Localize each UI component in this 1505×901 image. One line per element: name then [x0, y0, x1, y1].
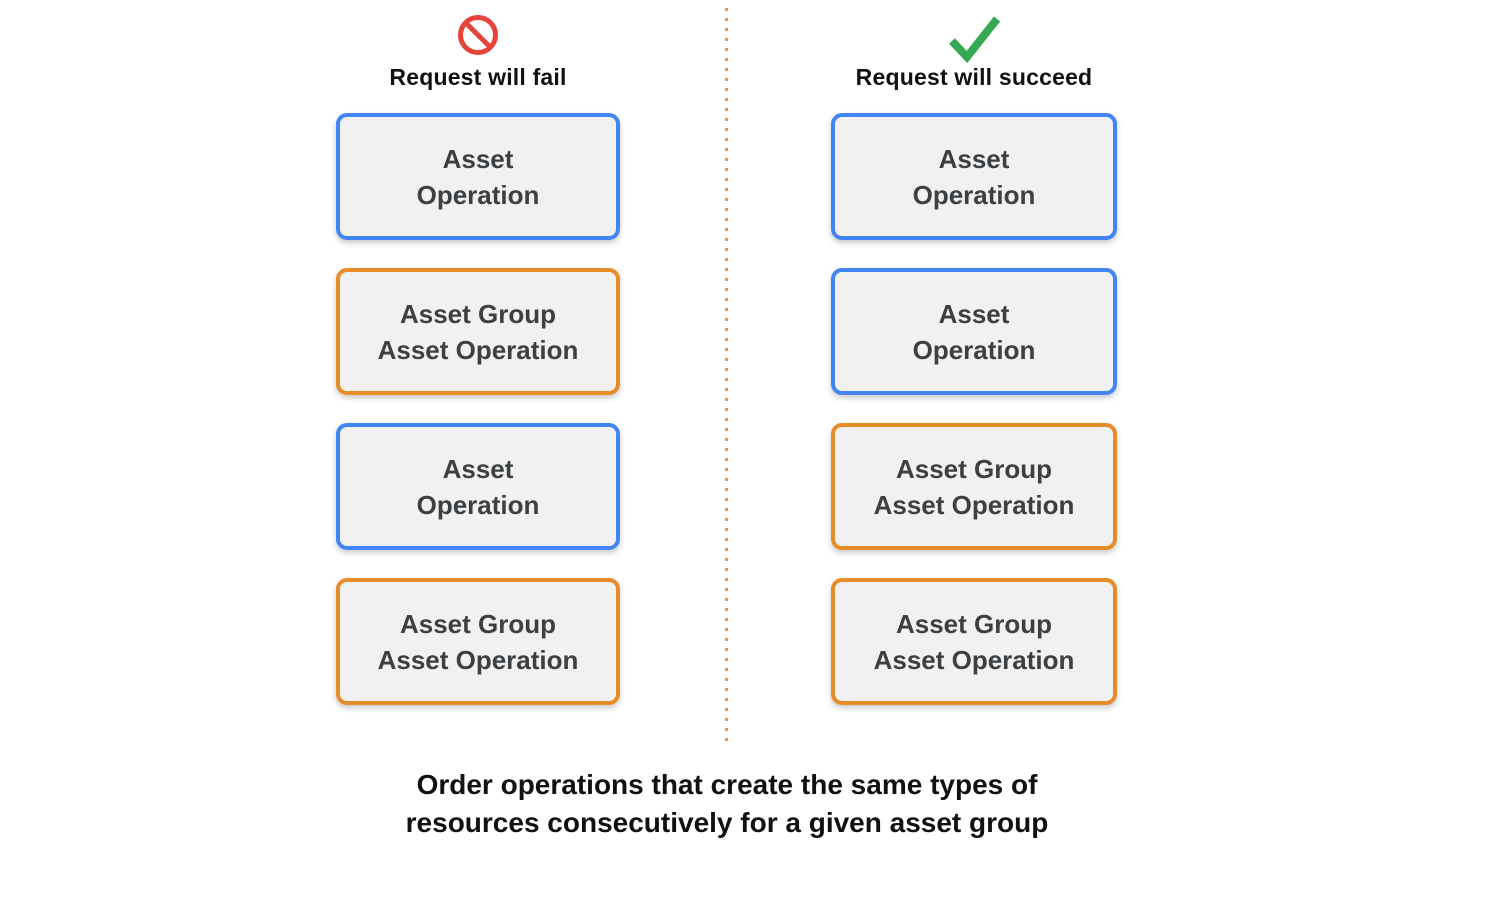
box-label-line: Asset Operation — [873, 489, 1075, 520]
column-request-will-succeed: Request will succeed Asset Operation Ass… — [831, 14, 1117, 705]
check-icon-stroke — [949, 16, 1001, 64]
box-label-line: Asset Operation — [873, 644, 1075, 675]
box-label-line: Asset Operation — [377, 644, 579, 675]
box-asset-operation: Asset Operation — [336, 113, 620, 240]
dotted-divider — [725, 8, 728, 745]
succeed-column-label: Request will succeed — [855, 64, 1093, 90]
column-request-will-fail: Request will fail Asset Operation Asset … — [336, 14, 620, 705]
box-label-line: Asset — [938, 298, 1010, 329]
box-asset-group-asset-operation: Asset Group Asset Operation — [831, 578, 1117, 705]
box-label-line: Asset Group — [399, 298, 557, 329]
box-label-line: Asset — [442, 143, 514, 174]
box-label-line: Operation — [416, 489, 540, 520]
box-asset-group-asset-operation: Asset Group Asset Operation — [336, 578, 620, 705]
box-label-line: Operation — [912, 179, 1036, 210]
box-asset-operation: Asset Operation — [831, 113, 1117, 240]
box-asset-group-asset-operation: Asset Group Asset Operation — [831, 423, 1117, 550]
box-label-line: Operation — [912, 334, 1036, 365]
box-asset-operation: Asset Operation — [336, 423, 620, 550]
box-label-line: Asset Group — [399, 608, 557, 639]
box-asset-group-asset-operation: Asset Group Asset Operation — [336, 268, 620, 395]
check-icon — [945, 14, 1003, 64]
box-label-line: Asset Group — [895, 453, 1053, 484]
caption-line: Order operations that create the same ty… — [416, 769, 1038, 800]
fail-column-label: Request will fail — [389, 64, 567, 90]
box-label-line: Asset — [938, 143, 1010, 174]
diagram-caption: Order operations that create the same ty… — [0, 766, 1454, 842]
prohibition-icon-circle — [458, 15, 498, 55]
caption-line: resources consecutively for a given asse… — [405, 807, 1049, 838]
box-label-line: Asset Group — [895, 608, 1053, 639]
box-label-line: Operation — [416, 179, 540, 210]
box-label-line: Asset — [442, 453, 514, 484]
box-label-line: Asset Operation — [377, 334, 579, 365]
prohibition-icon-slash — [464, 21, 492, 49]
box-asset-operation: Asset Operation — [831, 268, 1117, 395]
prohibition-icon — [457, 14, 499, 62]
